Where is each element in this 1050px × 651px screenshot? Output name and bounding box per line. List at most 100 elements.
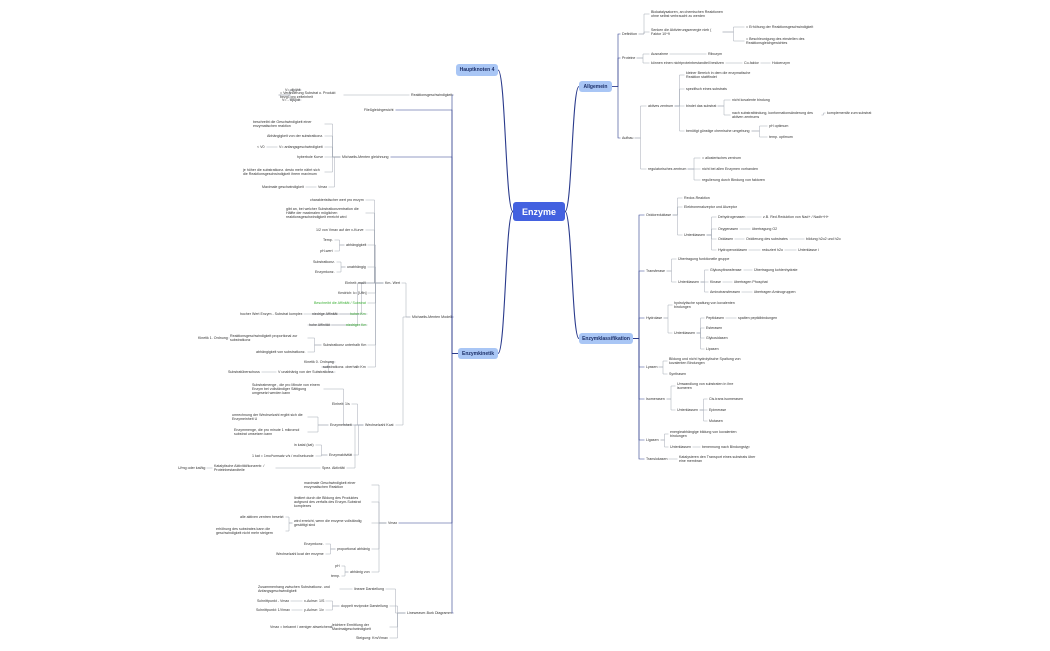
node-akt-1[interactable]: kleiner Bereich in dem die enzymatische … (686, 70, 751, 79)
node-oxi-1[interactable]: Redox-Reaktion (684, 196, 710, 200)
node-vmax-4a[interactable]: Enzymkonz. (304, 542, 324, 546)
node-wz-1[interactable]: Substratmenge , die pro Minute von einem… (252, 382, 320, 396)
node-lb-2c[interactable]: y-Achse: 1/v (304, 608, 324, 612)
node-oxi-u3a[interactable]: Oxidierung des substrates (746, 237, 788, 241)
node-lb-2b[interactable]: Schnittpunkt - Vmax (257, 599, 290, 603)
node-km-10a[interactable]: niedriger Km (346, 323, 367, 327)
node-wz-3[interactable]: Enzymeinheit (330, 423, 352, 427)
node-mmg-2[interactable]: Abhängigkeit von der substratkonz. (267, 134, 324, 138)
branch-node-kinetik[interactable]: Enzymkinetik (458, 348, 498, 359)
node-prot-a1[interactable]: Ribozym (708, 52, 722, 56)
node-reg-3[interactable]: regulierung durch Bindung von faktoren (702, 178, 765, 182)
node-lig-1[interactable]: energieabhängige bildung von kovalenten … (670, 429, 737, 438)
node-oxi-u3[interactable]: Oxidasen (718, 237, 734, 241)
node-mmg-3[interactable]: V= anfangsgeschwindigkeit (279, 145, 323, 149)
node-hyd-u[interactable]: Unterklassen (674, 331, 695, 335)
node-reg-1[interactable]: = allosterisches zentrum (702, 156, 741, 160)
node-lb-2[interactable]: doppelt reziproke Darstellung (341, 604, 388, 608)
node-def-b2[interactable]: = Beschleunigung des einstellen des Reak… (746, 36, 805, 45)
node-prot[interactable]: Proteine (622, 56, 636, 60)
node-reg-2[interactable]: nicht bei allen Enzymen vorhanden (702, 167, 758, 171)
branch-node-allgemein[interactable]: Allgemein (579, 81, 612, 92)
node-km-9a[interactable]: hoher Km (350, 312, 366, 316)
node-rg[interactable]: Reaktionsgeschwindigkeit (411, 93, 453, 97)
node-def[interactable]: Definition (622, 32, 637, 36)
node-akt-3a[interactable]: nicht kovalente bindung (732, 98, 770, 102)
branch-node-haupt4[interactable]: Hauptknoten 4 (456, 64, 498, 76)
node-lig[interactable]: Ligasen (646, 438, 659, 442)
node-fg[interactable]: Fließgleichgewicht (364, 108, 394, 112)
node-vmax[interactable]: Vmax (388, 521, 398, 525)
node-km[interactable]: Km- Wert (385, 281, 401, 285)
node-km-4b[interactable]: pH-wert (320, 249, 333, 253)
node-def-b1[interactable]: = Erhöhung der Reaktionsgeschwindigkeit (746, 25, 814, 29)
node-prot-b2[interactable]: Holoenzym (772, 61, 790, 65)
node-mmg-1[interactable]: beschreibt die Geschwindigkeit einer enz… (253, 119, 312, 128)
node-trans-u2a[interactable]: übertragen Phosphat (734, 280, 768, 284)
node-lya-1[interactable]: Bildung und nicht hydrolytische Spaltung… (669, 356, 741, 365)
node-km-12[interactable]: substratkonz. oberhalb Km (323, 365, 366, 369)
node-iso-u[interactable]: Unterklassen (677, 408, 698, 412)
node-hyd-1[interactable]: hydrolytische spaltung von kovalenten bi… (674, 300, 735, 309)
node-mmg-4[interactable]: hyberbole Kurve (297, 155, 324, 159)
node-km-5a[interactable]: Substratkonz. (313, 260, 335, 264)
node-lb-3a[interactable]: Vmax = bekannt / weniger abweichend (270, 625, 332, 629)
node-lb-2a[interactable]: x-Achse: 1/S (304, 599, 325, 603)
branch-node-klass[interactable]: Enzymklassifikation (579, 333, 633, 344)
node-mmg-6a[interactable]: Maximale geschwindigkeit (262, 185, 304, 189)
node-trans-u[interactable]: Unterklassen (678, 280, 699, 284)
node-wz[interactable]: Wechselzahl Kcat (365, 423, 394, 427)
node-lya-2[interactable]: Synthasen (669, 372, 686, 376)
node-lig-u[interactable]: Unterklassen (670, 445, 691, 449)
node-akt-3b1[interactable]: komplementär zum substrat (827, 111, 872, 115)
node-oxi-2[interactable]: Elektronenakzeptor und Akzeptor (684, 205, 737, 209)
node-lb-3[interactable]: leichtere Ermittlung der Maximalgeschwin… (332, 622, 371, 631)
node-lb-1a[interactable]: Zusammenhang zwischen Substratkonz. und … (258, 584, 330, 593)
node-lb-2d[interactable]: Schnittpunkt: 1/Vmax (256, 608, 290, 612)
node-hyd-u1[interactable]: Peptidasen (706, 316, 724, 320)
node-km-12a[interactable]: Kinetik 0. Ordnung (304, 360, 334, 364)
node-oxi-u4a[interactable]: reduziert h2o (762, 248, 783, 252)
node-trans-u1[interactable]: Glykosyltransferase (710, 268, 742, 272)
node-wz-4[interactable]: Enzymaktivität (329, 453, 353, 457)
node-km-2[interactable]: gibt an, bei welcher Substratkonzentrati… (286, 206, 359, 220)
node-km-5b[interactable]: Enzymkonz. (315, 270, 335, 274)
node-vmax-2[interactable]: limitiert durch die Bildung des Produkte… (294, 495, 361, 509)
node-wz-2[interactable]: Einheit: 1/s (332, 402, 350, 406)
node-oxi-u1[interactable]: Dehydrogenasen (718, 215, 746, 219)
node-iso-u2[interactable]: Epimerase (709, 408, 727, 412)
node-akt-2[interactable]: spezifisch eines substrats (686, 87, 727, 91)
node-vmax-3[interactable]: wird erreicht, wenn die enzyme vollständ… (294, 518, 362, 527)
node-mmg-6[interactable]: Vmax (318, 185, 328, 189)
node-vmax-5a[interactable]: pH (335, 564, 340, 568)
node-oxi-u2a[interactable]: übertragung O2 (752, 227, 778, 231)
node-akt-4b[interactable]: temp. optimum (769, 135, 793, 139)
node-vmax-4b[interactable]: Wechselzahl kcat der enzyme (276, 552, 324, 556)
node-vmax-1[interactable]: maximale Geschwindigkeit einer enzymatis… (304, 480, 356, 489)
node-akt[interactable]: aktives zentrum (648, 104, 674, 108)
node-wz-4a[interactable]: in katal (kat) (294, 443, 314, 447)
node-km-6[interactable]: Einheit: mol/l (345, 281, 366, 285)
node-akt-4[interactable]: benötigt günstige chemische umgebung (686, 129, 750, 133)
node-km-12c[interactable]: Substratüberschuss (228, 370, 260, 374)
node-iso-1[interactable]: Umwandlung von substraten in ihre isomer… (677, 381, 734, 390)
node-km-11a[interactable]: Reaktionsgeschwindigkeit proportional zu… (230, 333, 298, 342)
node-km-1[interactable]: charakteristischer wert pro enzym (310, 198, 364, 202)
node-mmm[interactable]: Michaelis-Menten Modell (412, 315, 452, 319)
node-km-11c[interactable]: abhängigkeit von substratkonz. (256, 350, 306, 354)
node-km-11[interactable]: Substratkonz unterhalb Km (323, 343, 367, 347)
node-wz-5a[interactable]: Katalytische Aktivität/konzentr. / Prote… (214, 463, 265, 472)
node-trans-u3[interactable]: Aminotransferasen (710, 290, 741, 294)
node-km-3[interactable]: 1/2 von Vmax auf der x-Kurve (316, 228, 364, 232)
node-hyd-u4[interactable]: Lipasen (706, 347, 719, 351)
node-wz-5b[interactable]: U/mg oder kat/kg (178, 466, 206, 470)
node-vmax-5b[interactable]: temp. (331, 574, 340, 578)
node-reg[interactable]: regulatorisches zentrum (648, 167, 687, 171)
node-vmax-3b[interactable]: erhöhung des substrates kann die geschwi… (216, 526, 273, 535)
node-mmg-3a[interactable]: < V0 (257, 145, 265, 149)
node-akt-3b[interactable]: nach substratbindung, konformationsänder… (732, 110, 813, 119)
node-mmg-5[interactable]: je höher die substratkonz. desto mehr nä… (243, 167, 320, 176)
node-trans-u1a[interactable]: Übertragung kohlenhydrate (754, 268, 798, 272)
node-oxi-u3b[interactable]: bildung h2o2 und h2o (806, 237, 841, 241)
